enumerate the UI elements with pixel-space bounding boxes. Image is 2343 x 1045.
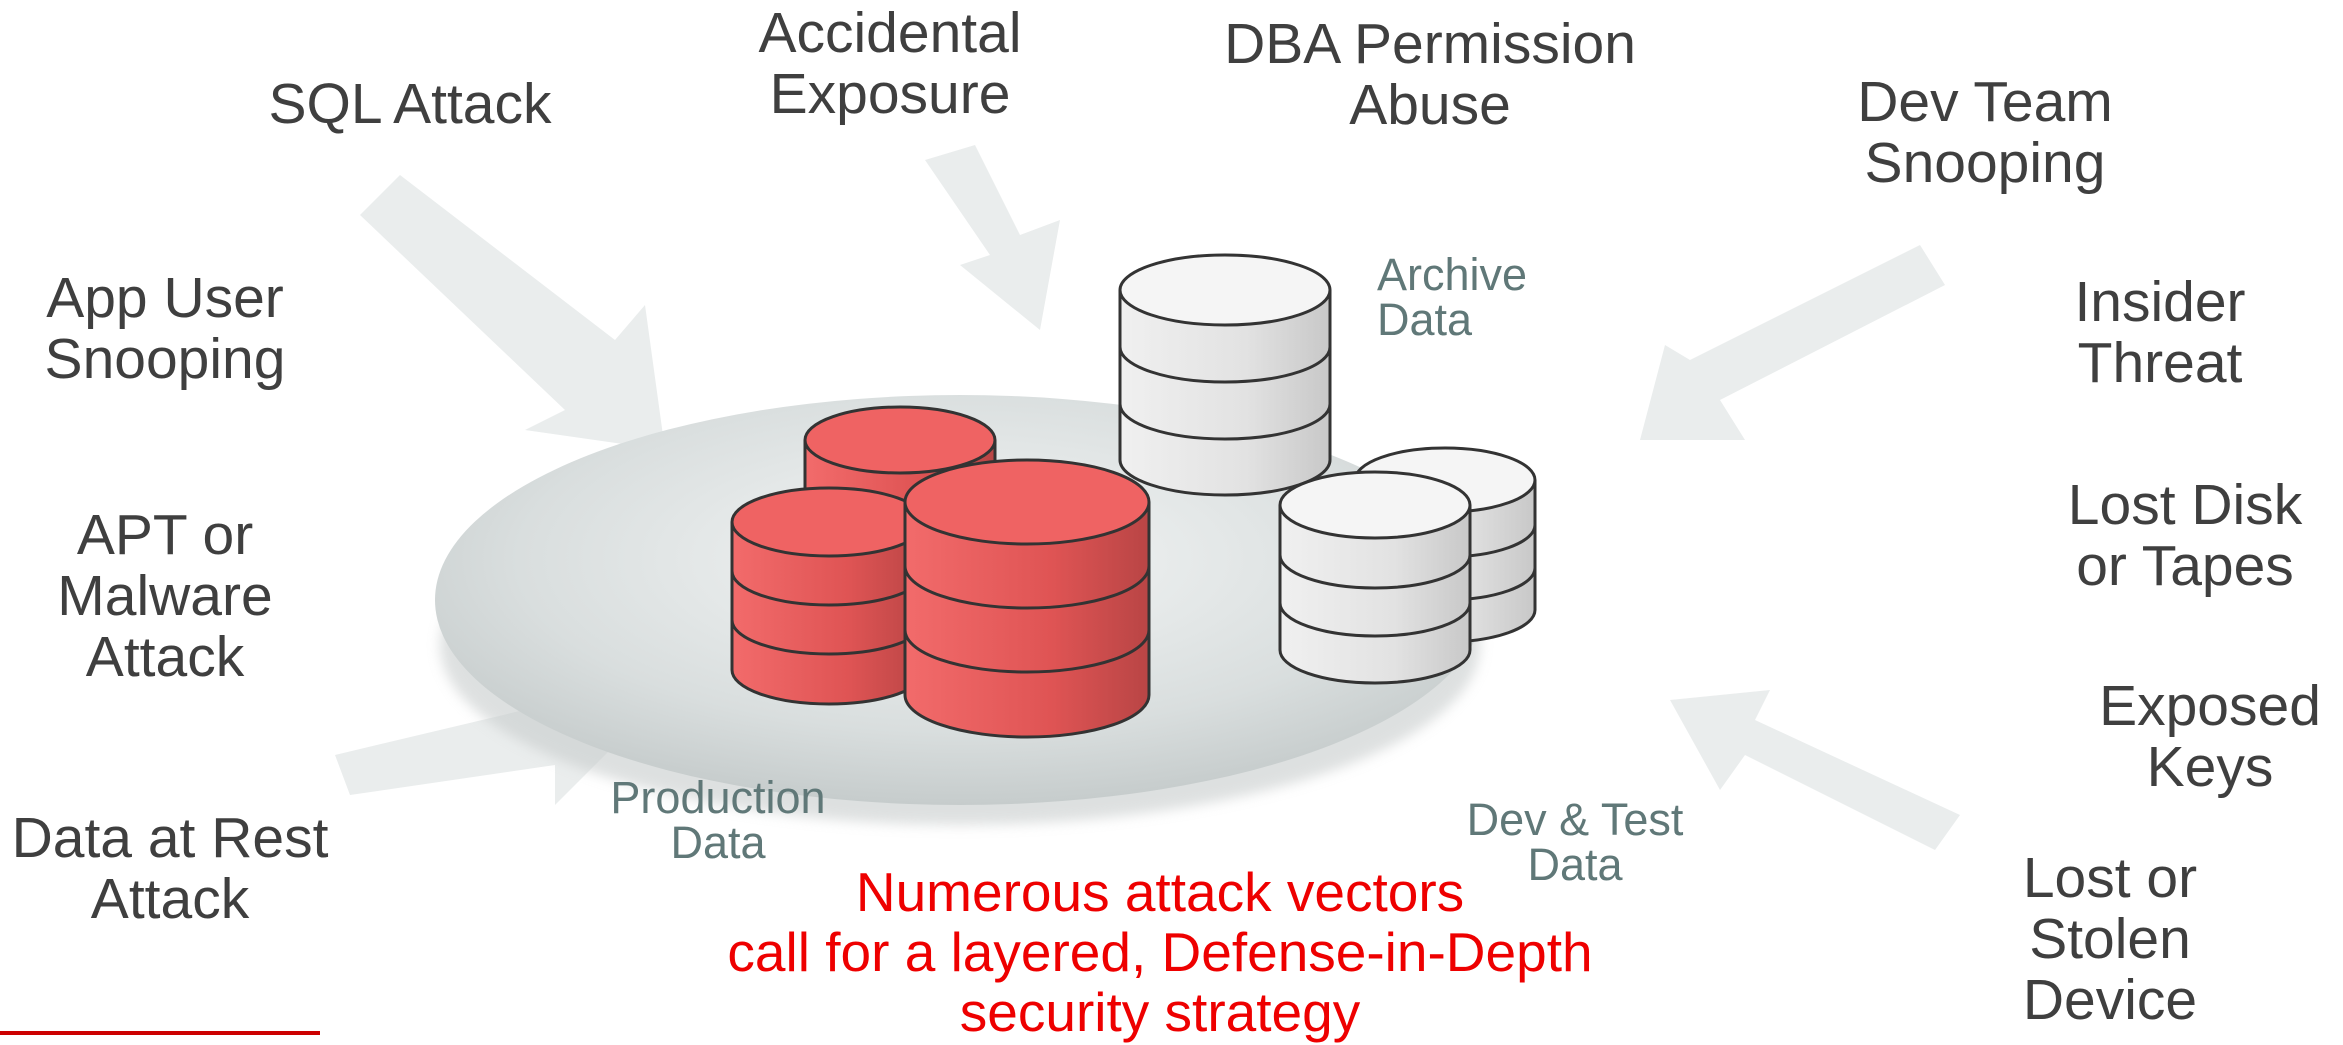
arrow-sql-attack [360,175,665,450]
production-database-front-icon [903,458,1151,739]
arrow-lost-device [1670,690,1960,850]
threat-accidental-exposure: Accidental Exposure [758,1,1022,126]
archive-data-label: Archive Data [1377,249,1528,345]
threat-dev-team-snooping: Dev Team Snooping [1857,70,2113,195]
threat-lost-disk-tapes: Lost Disk or Tapes [2067,473,2303,598]
archive-database-icon [1118,253,1332,497]
threat-arrows [335,145,1960,850]
threat-data-at-rest-attack: Data at Rest Attack [11,806,329,931]
threat-sql-attack: SQL Attack [268,72,552,136]
arrow-dev-team-snooping [1640,245,1945,440]
threat-insider-threat: Insider Threat [2074,270,2246,395]
defense-in-depth-message: Numerous attack vectors call for a layer… [727,861,1593,1043]
dev-test-database-front-icon [1278,470,1472,685]
dev-test-data-label: Dev & Test Data [1466,794,1684,890]
threat-lost-stolen-device: Lost or Stolen Device [2022,846,2198,1032]
threat-dba-permission-abuse: DBA Permission Abuse [1224,12,1636,137]
threat-apt-malware-attack: APT or Malware Attack [57,503,273,689]
arrow-accidental-exposure [925,145,1060,330]
threat-app-user-snooping: App User Snooping [44,266,286,391]
threat-exposed-keys: Exposed Keys [2099,674,2321,799]
production-data-label: Production Data [610,772,826,868]
production-database-left-icon [730,486,928,706]
accent-bar [0,1031,320,1035]
